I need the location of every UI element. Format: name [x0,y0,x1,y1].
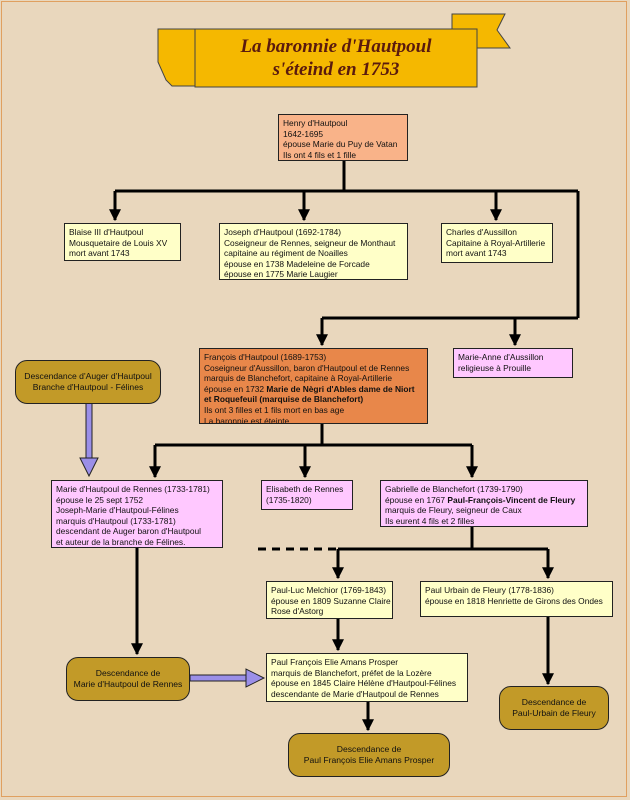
page-title: La baronnie d'Hautpoul s'éteind en 1753 [195,29,477,87]
person-charles: Charles d'Aussillon Capitaine à Royal-Ar… [441,223,553,263]
text-line: (1735-1820) [266,494,312,505]
text-line: marquis de Blanchefort, préfet de la Loz… [271,667,432,678]
text-line: épouse en 1767 Paul-François-Vincent de … [385,495,583,506]
text-line: descendante de Marie d'Hautpoul de Renne… [271,688,439,699]
text-line: Marie d'Hautpoul de Rennes [73,679,183,689]
person-francois: François d'Hautpoul (1689-1753) Coseigne… [199,348,428,424]
text-line: épouse en 1738 Madeleine de Forcade [224,258,370,269]
text-line: La baronnie est éteinte [204,415,290,424]
descendance-paul-francois: Descendance de Paul François Elie Amans … [288,733,450,777]
text-line: Mousquetaire de Louis XV [69,237,168,248]
text-line: Rose d'Astorg [271,606,324,617]
descendance-auger: Descendance d'Auger d'Hautpoul Branche d… [15,360,161,404]
person-henry: Henry d'Hautpoul 1642-1695 épouse Marie … [278,114,408,161]
text-line: Marie-Anne d'Aussillon [458,352,544,362]
spouse-name: Paul-François-Vincent de Fleury [447,494,576,505]
text-line: Coseigneur de Rennes, seigneur de Montha… [224,237,396,248]
text-line: mort avant 1743 [69,248,130,259]
descendance-marie: Descendance de Marie d'Hautpoul de Renne… [66,657,190,701]
text-line: Joseph d'Hautpoul (1692-1784) [224,227,342,237]
person-gabrielle: Gabrielle de Blanchefort (1739-1790) épo… [380,480,588,527]
text-line: Coseigneur d'Aussillon, baron d'Hautpoul… [204,362,410,373]
text-line: 1642-1695 [283,128,324,139]
text-line: Descendance de [95,668,161,678]
text-line: Capitaine à Royal-Artillerie [446,237,546,248]
text-line: Gabrielle de Blanchefort (1739-1790) [385,484,523,494]
banner-left-tail [157,28,201,87]
text-line: religieuse à Prouille [458,362,532,373]
person-marie-anne: Marie-Anne d'Aussillon religieuse à Prou… [453,348,573,378]
text-line: Ils ont 3 filles et 1 fils mort en bas a… [204,404,345,415]
text-line: Henry d'Hautpoul [283,118,348,128]
text-line: Ils eurent 4 fils et 2 filles [385,515,475,526]
text-line: Joseph-Marie d'Hautpoul-Félines [56,505,179,516]
descendance-paul-urbain: Descendance de Paul-Urbain de Fleury [499,686,609,730]
text-line: marquis d'Hautpoul (1733-1781) [56,515,176,526]
text-segment: épouse en 1732 [204,383,267,394]
text-line: épouse en 1732 Marie de Nègri d'Ables da… [204,384,423,395]
lavender-arrow-right [189,668,266,688]
person-blaise: Blaise III d'Hautpoul Mousquetaire de Lo… [64,223,181,261]
spouse-name-cont: et Roquefeuil (marquise de Blanchefort) [204,394,364,405]
text-line: Paul-Urbain de Fleury [512,708,596,718]
text-line: marquis de Blanchefort, capitaine à Roya… [204,373,393,384]
text-line: Paul-Luc Melchior (1769-1843) [271,585,386,595]
text-line: capitaine au régiment de Noailles [224,248,348,259]
text-line: Branche d'Hautpoul - Félines [32,382,144,392]
text-segment: épouse en 1767 [385,494,448,505]
text-line: épouse en 1845 Claire Hélène d'Hautpoul-… [271,678,457,689]
text-line: Descendance de [336,744,402,754]
text-line: Blaise III d'Hautpoul [69,227,144,237]
text-line: Descendance de [521,697,587,707]
title-line-2: s'éteind en 1753 [272,59,400,80]
text-line: marquis de Fleury, seigneur de Caux [385,505,522,516]
text-line: épouse en 1775 Marie Laugier [224,269,338,280]
text-line: Elisabeth de Rennes [266,484,344,494]
person-joseph: Joseph d'Hautpoul (1692-1784) Coseigneur… [219,223,408,280]
person-paul-urbain: Paul Urbain de Fleury (1778-1836) épouse… [420,581,613,617]
text-line: Paul François Elie Amans Prosper [271,657,399,667]
text-line: descendant de Auger baron d'Hautpoul [56,526,202,537]
text-line: Descendance d'Auger d'Hautpoul [24,371,152,381]
person-marie-rennes: Marie d'Hautpoul de Rennes (1733-1781) é… [51,480,223,548]
banner-center [194,28,478,88]
text-line: épouse le 25 sept 1752 [56,494,144,505]
text-line: et auteur de la branche de Félines. [56,536,186,547]
text-line: Paul Urbain de Fleury (1778-1836) [425,585,554,595]
text-line: Charles d'Aussillon [446,227,517,237]
lavender-arrow-down [79,402,99,478]
text-line: épouse en 1809 Suzanne Claire [271,595,391,606]
text-line: mort avant 1743 [446,248,507,259]
person-elisabeth: Elisabeth de Rennes (1735-1820) [261,480,353,510]
title-line-1: La baronnie d'Hautpoul [240,36,432,57]
text-line: épouse Marie du Puy de Vatan [283,139,398,150]
title-banner [157,13,511,88]
text-line: Marie d'Hautpoul de Rennes (1733-1781) [56,484,210,494]
person-paul-francois: Paul François Elie Amans Prosper marquis… [266,653,468,702]
spouse-name: Marie de Nègri d'Ables dame de Niort [266,383,415,394]
text-line: Paul François Elie Amans Prosper [303,755,435,765]
person-paul-luc: Paul-Luc Melchior (1769-1843) épouse en … [266,581,393,619]
text-line: épouse en 1818 Henriette de Girons des O… [425,595,603,606]
text-line: François d'Hautpoul (1689-1753) [204,352,327,362]
text-line: Ils ont 4 fils et 1 fille [283,149,357,160]
